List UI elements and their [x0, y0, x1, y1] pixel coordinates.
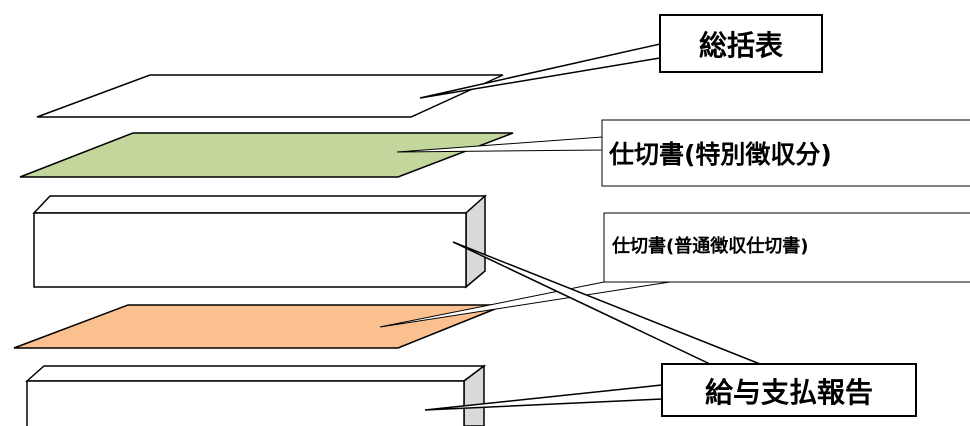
callout-normal-box	[603, 212, 970, 283]
normal-collection-sheet	[13, 304, 506, 349]
callout-normal-collection: 仕切書(普通徴収仕切書)	[379, 212, 970, 328]
callout-special-collection: 仕切書(特別徴収分)	[396, 119, 970, 187]
callout-special-box	[601, 119, 970, 187]
summary-sheet	[36, 74, 504, 118]
first-report-box	[32, 194, 487, 289]
callout-salary-box	[661, 363, 917, 417]
callout-salary-report: 給与支払報告	[424, 241, 917, 417]
callout-summary-label: 総括表	[699, 29, 783, 62]
callout-summary: 総括表	[419, 14, 823, 99]
callout-normal-label: 仕切書(普通徴収仕切書)	[611, 235, 808, 257]
first-box-side	[465, 194, 486, 289]
second-box-top	[25, 365, 487, 382]
callout-summary-box	[659, 14, 823, 73]
first-box-top	[32, 195, 487, 214]
callout-special-label: 仕切書(特別徴収分)	[608, 140, 832, 169]
callout-summary-pointer	[419, 43, 661, 99]
first-box-front	[33, 212, 467, 288]
second-box-front	[26, 380, 465, 426]
second-report-box	[25, 364, 487, 426]
special-collection-sheet	[19, 132, 514, 178]
callout-salary-label: 給与支払報告	[705, 376, 873, 409]
